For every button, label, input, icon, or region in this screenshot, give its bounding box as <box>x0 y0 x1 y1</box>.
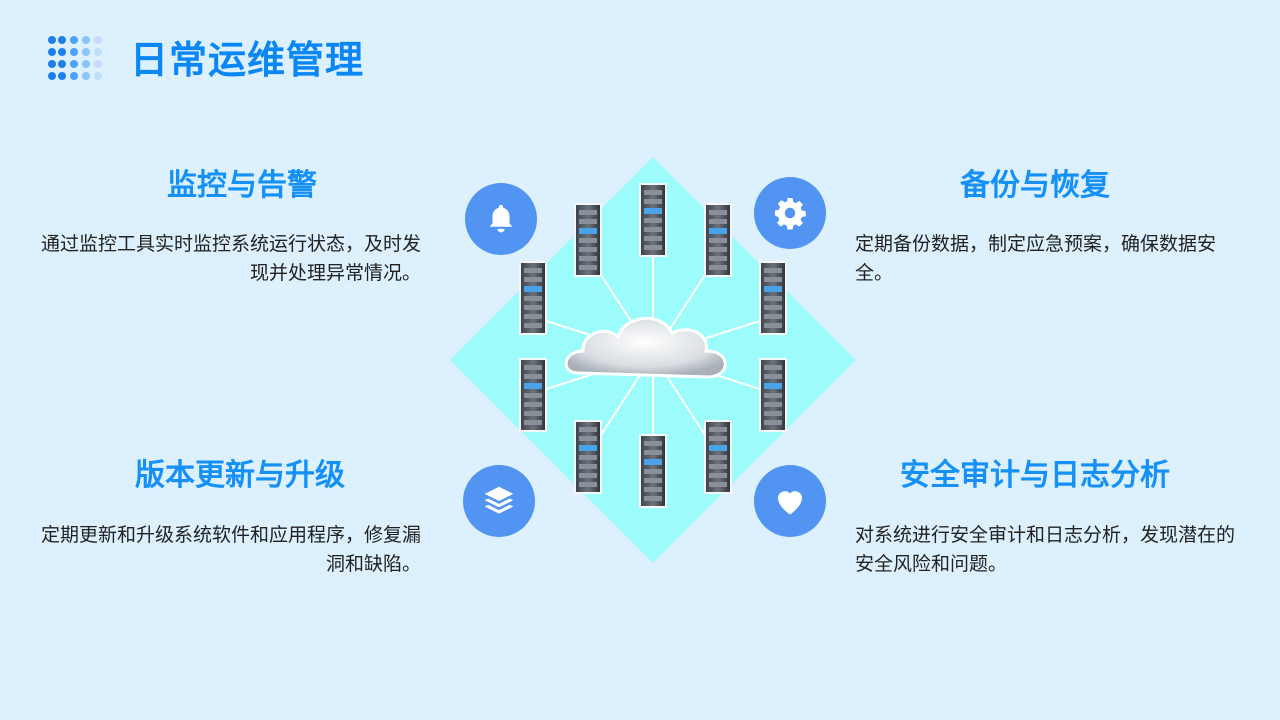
server-rack-icon <box>519 358 547 432</box>
server-rack-icon <box>704 203 732 277</box>
server-rack-icon <box>759 261 787 335</box>
backup-text: 定期备份数据，制定应急预案，确保数据安全。 <box>855 233 1217 284</box>
server-rack-icon <box>639 183 667 257</box>
server-rack-icon <box>704 420 732 494</box>
monitor-text: 通过监控工具实时监控系统运行状态，及时发现并处理异常情况。 <box>40 233 421 284</box>
server-rack-icon <box>759 358 787 432</box>
gear-icon <box>754 177 826 249</box>
audit-title: 安全审计与日志分析 <box>900 458 1170 493</box>
server-rack-icon <box>639 434 667 508</box>
update-title: 版本更新与升级 <box>135 458 345 493</box>
layers-icon <box>463 465 535 537</box>
cloud-server-diagram <box>450 157 856 563</box>
backup-title: 备份与恢复 <box>960 168 1110 203</box>
dots-logo-icon <box>48 36 102 80</box>
bell-icon <box>465 183 537 255</box>
server-rack-icon <box>574 203 602 277</box>
cloud-icon <box>564 317 727 379</box>
server-rack-icon <box>574 420 602 494</box>
server-rack-icon <box>519 261 547 335</box>
monitor-title: 监控与告警 <box>167 168 317 203</box>
heart-icon <box>754 465 826 537</box>
audit-text: 对系统进行安全审计和日志分析，发现潜在的安全风险和问题。 <box>855 524 1236 575</box>
page-title: 日常运维管理 <box>130 38 365 82</box>
update-text: 定期更新和升级系统软件和应用程序，修复漏洞和缺陷。 <box>40 524 421 575</box>
